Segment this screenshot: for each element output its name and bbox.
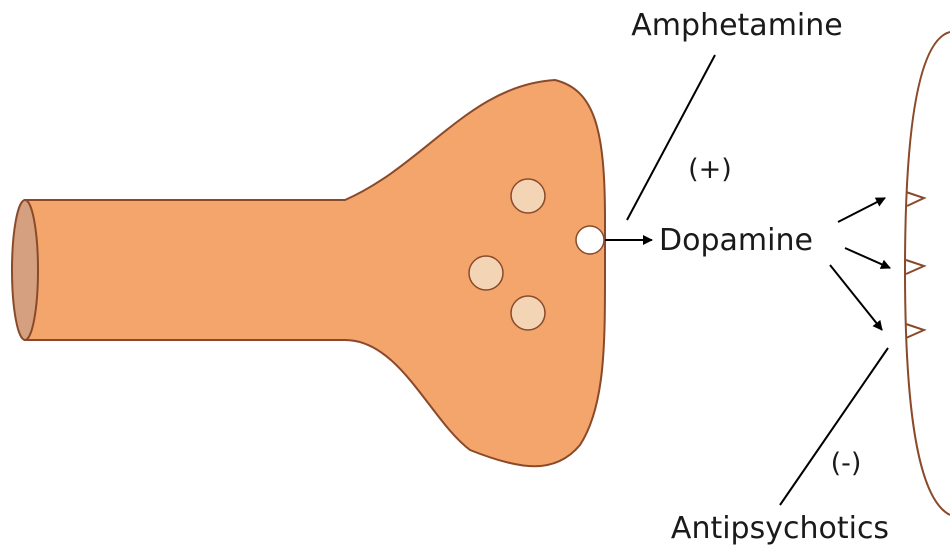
vesicle [511, 296, 545, 330]
vesicle [511, 179, 545, 213]
release-site [576, 226, 604, 254]
axon-cross-section [12, 200, 38, 340]
amphetamine-label: Amphetamine [631, 8, 842, 43]
dopamine-receptor-arrow [845, 248, 890, 268]
dopamine-label: Dopamine [659, 223, 813, 258]
postsynaptic-membrane [905, 32, 950, 515]
receptor [906, 192, 924, 206]
dopamine-receptor-arrow [830, 265, 882, 330]
receptor [906, 324, 924, 338]
antipsychotics-pointer [780, 348, 888, 505]
presynaptic-terminal [25, 80, 605, 466]
antipsychotics-effect-sign: (-) [831, 448, 862, 479]
receptor [906, 260, 924, 274]
antipsychotics-label: Antipsychotics [671, 511, 889, 546]
vesicle [469, 256, 503, 290]
amphetamine-effect-sign: (+) [688, 154, 732, 185]
dopamine-receptor-arrow [838, 198, 885, 222]
amphetamine-pointer [627, 55, 715, 220]
